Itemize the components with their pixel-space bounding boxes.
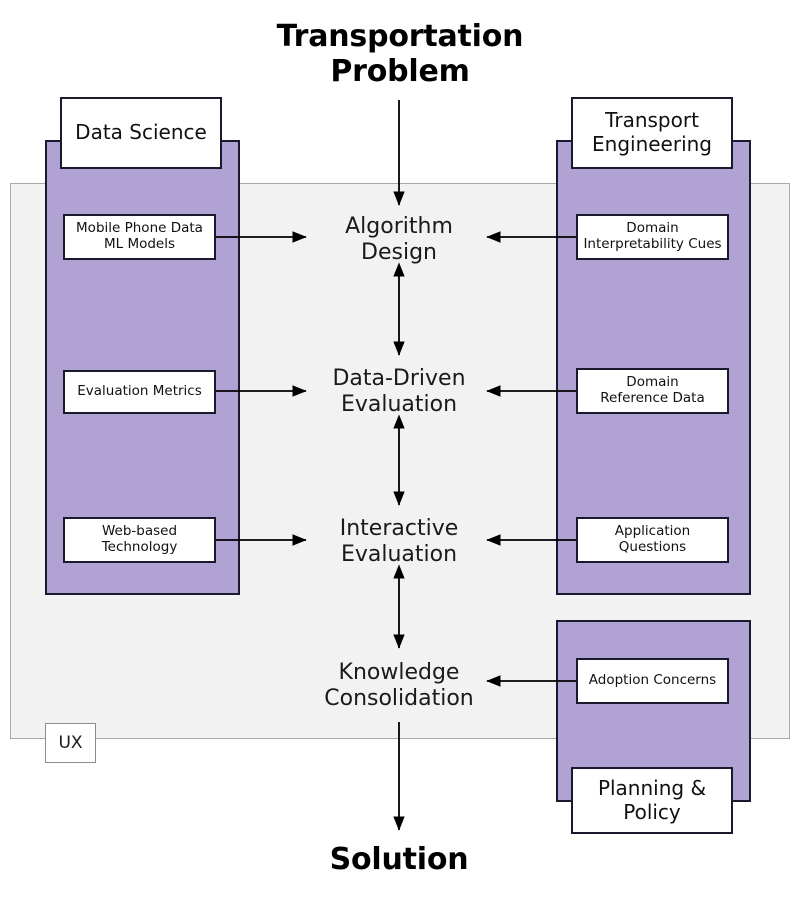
transport-engineering-header-line-1: Transport bbox=[605, 108, 699, 133]
transport-engineering-header-box: Transport Engineering bbox=[571, 97, 733, 169]
stage-knowledge-consolidation: Knowledge Consolidation bbox=[289, 650, 509, 722]
item-mobile-phone-data-line-2: ML Models bbox=[103, 236, 176, 252]
item-evaluation-metrics-label: Evaluation Metrics bbox=[77, 383, 202, 400]
item-box-mobile-phone-data: Mobile Phone Data ML Models bbox=[63, 214, 216, 260]
stage-data-driven-evaluation: Data-Driven Evaluation bbox=[299, 357, 499, 427]
item-web-based-technology-line-2: Technology bbox=[101, 539, 178, 555]
stage-knowledge-consolidation-line-1: Knowledge bbox=[338, 659, 460, 685]
item-web-based-technology-line-1: Web-based bbox=[101, 523, 178, 540]
title-line-1: Transportation bbox=[276, 18, 524, 54]
stage-algorithm-design-line-2: Design bbox=[361, 240, 437, 265]
transportation-problem-label: Transportation Problem bbox=[245, 18, 555, 90]
item-adoption-concerns-label: Adoption Concerns bbox=[588, 672, 717, 689]
item-box-application-questions: Application Questions bbox=[576, 517, 729, 563]
item-application-questions-line-2: Questions bbox=[618, 539, 687, 555]
transport-engineering-header-line-2: Engineering bbox=[592, 132, 712, 156]
ux-tag: UX bbox=[45, 723, 96, 763]
data-science-header-label: Data Science bbox=[75, 120, 207, 145]
item-box-adoption-concerns: Adoption Concerns bbox=[576, 658, 729, 704]
item-application-questions-line-1: Application bbox=[614, 523, 691, 540]
ux-tag-label: UX bbox=[58, 732, 83, 753]
planning-policy-line-2: Policy bbox=[623, 799, 681, 824]
item-box-domain-reference-data: Domain Reference Data bbox=[576, 368, 729, 414]
stage-interactive-evaluation: Interactive Evaluation bbox=[299, 507, 499, 577]
stage-algorithm-design-line-1: Algorithm bbox=[345, 213, 453, 239]
solution-label: Solution bbox=[299, 840, 499, 880]
planning-policy-line-1: Planning & bbox=[597, 775, 707, 800]
stage-data-driven-evaluation-line-1: Data-Driven bbox=[332, 365, 466, 391]
item-box-domain-interpretability-cues: Domain Interpretability Cues bbox=[576, 214, 729, 260]
item-domain-reference-data-line-2: Reference Data bbox=[600, 390, 705, 406]
stage-interactive-evaluation-line-2: Evaluation bbox=[340, 542, 458, 567]
data-science-header-box: Data Science bbox=[60, 97, 222, 169]
stage-data-driven-evaluation-line-2: Evaluation bbox=[340, 392, 458, 417]
item-mobile-phone-data-line-1: Mobile Phone Data bbox=[76, 220, 203, 237]
item-box-web-based-technology: Web-based Technology bbox=[63, 517, 216, 563]
item-box-evaluation-metrics: Evaluation Metrics bbox=[63, 370, 216, 414]
solution-text: Solution bbox=[329, 842, 469, 878]
stage-knowledge-consolidation-line-2: Consolidation bbox=[324, 686, 474, 711]
title-line-2: Problem bbox=[330, 54, 470, 89]
item-domain-reference-data-line-1: Domain bbox=[626, 374, 679, 391]
item-domain-interpretability-cues-line-2: Interpretability Cues bbox=[583, 236, 722, 252]
stage-interactive-evaluation-line-1: Interactive bbox=[339, 515, 459, 541]
item-domain-interpretability-cues-line-1: Domain bbox=[626, 220, 679, 237]
planning-policy-header-box: Planning & Policy bbox=[571, 767, 733, 834]
stage-algorithm-design: Algorithm Design bbox=[299, 205, 499, 275]
